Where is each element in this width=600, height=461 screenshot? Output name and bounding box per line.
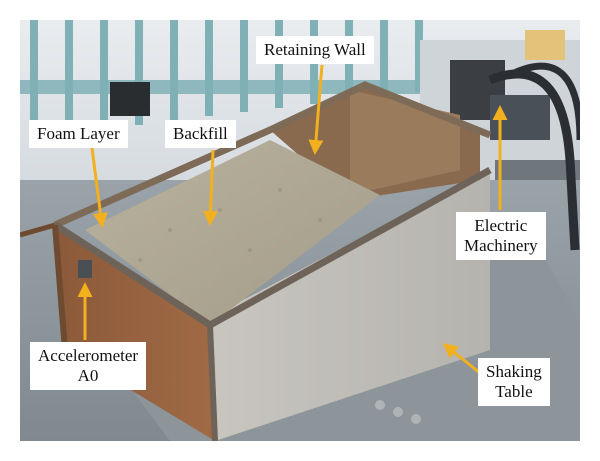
- label-backfill: Backfill: [165, 120, 236, 148]
- label-foam-layer: Foam Layer: [29, 120, 128, 148]
- arrow-retaining-wall: [308, 64, 324, 155]
- arrow-backfill: [202, 149, 218, 226]
- arrow-shaking-table: [442, 343, 481, 375]
- label-shaking-table: Shaking Table: [478, 358, 550, 406]
- label-accelerometer: Accelerometer A0: [30, 342, 147, 390]
- label-electric-machinery: Electric Machinery: [456, 212, 546, 260]
- label-retaining-wall: Retaining Wall: [256, 36, 374, 64]
- arrow-foam-layer: [90, 147, 108, 228]
